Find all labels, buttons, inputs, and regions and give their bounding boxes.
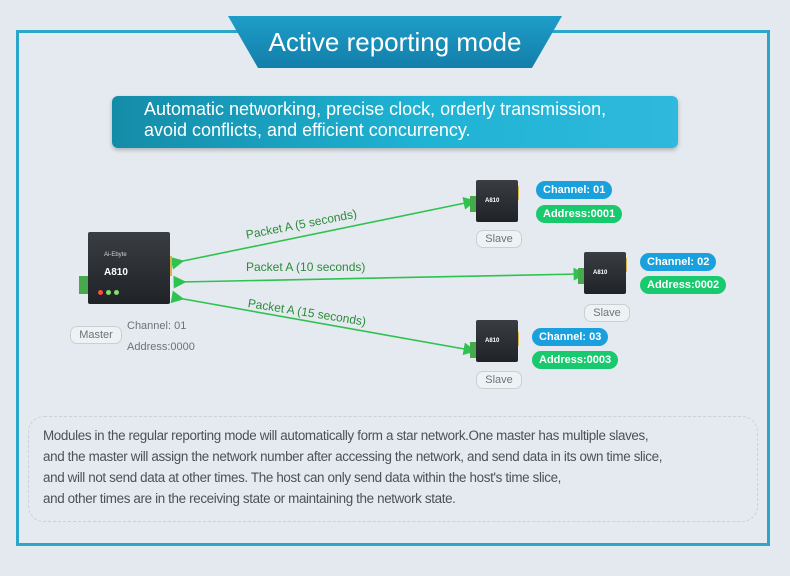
master-channel: Channel: 01 — [127, 320, 187, 332]
master-led-red — [98, 290, 103, 295]
master-model: A810 — [104, 267, 128, 278]
subtitle-line-2: avoid conflicts, and efficient concurren… — [144, 120, 471, 140]
master-role-label: Master — [70, 326, 122, 344]
page-title: Active reporting mode — [228, 16, 562, 68]
description-line-3: and will not send data at other times. T… — [43, 470, 562, 485]
packet-label-2: Packet A (10 seconds) — [246, 260, 366, 274]
slave-3-body: A810 — [476, 320, 518, 362]
slave-1-body: A810 — [476, 180, 518, 222]
master-led-green — [114, 290, 119, 295]
description-line-1: Modules in the regular reporting mode wi… — [43, 428, 649, 443]
slave-3-address-badge: Address:0003 — [532, 351, 619, 369]
slave-2-body: A810 — [584, 252, 626, 294]
slave-2-channel-badge: Channel: 02 — [640, 253, 717, 271]
slave-1-model: A810 — [485, 198, 500, 204]
master-address: Address:0000 — [127, 341, 195, 353]
slave-2-terminal-block — [578, 268, 584, 284]
arrow-to-slave-1 — [170, 197, 477, 270]
master-terminal-block — [79, 276, 89, 294]
description-box: Modules in the regular reporting mode wi… — [28, 416, 758, 522]
slave-1-channel-badge: Channel: 01 — [536, 181, 613, 199]
subtitle-banner: Automatic networking, precise clock, ord… — [112, 96, 678, 148]
slave-1-role-label: Slave — [476, 230, 522, 248]
arrow-to-slave-2 — [173, 267, 587, 289]
master-brand: Ai-Ebyte — [104, 252, 127, 258]
description-line-4: and other times are in the receiving sta… — [43, 491, 456, 506]
slave-2-role-label: Slave — [584, 304, 630, 322]
slave-3-terminal-block — [470, 342, 476, 358]
master-antenna — [168, 256, 172, 276]
master-device-body: Ai-Ebyte A810 — [88, 232, 170, 304]
slave-3-role-label: Slave — [476, 371, 522, 389]
slave-3-model: A810 — [485, 338, 500, 344]
slave-3-channel-badge: Channel: 03 — [532, 328, 609, 346]
slave-1-terminal-block — [470, 196, 476, 212]
master-led-green — [106, 290, 111, 295]
subtitle-line-1: Automatic networking, precise clock, ord… — [144, 99, 607, 119]
description-line-2: and the master will assign the network n… — [43, 449, 663, 464]
slave-2-model: A810 — [593, 270, 608, 276]
slave-1-address-badge: Address:0001 — [536, 205, 623, 223]
slave-2-address-badge: Address:0002 — [640, 276, 727, 294]
arrow-to-slave-3 — [170, 290, 477, 356]
